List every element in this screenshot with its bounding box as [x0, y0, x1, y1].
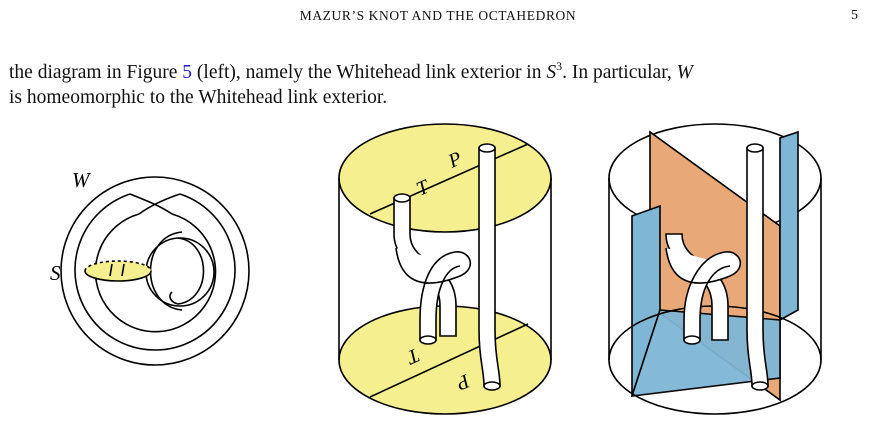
- math-variable-w: W: [677, 62, 693, 83]
- paragraph-line-2: is homeomorphic to the Whitehead link ex…: [9, 85, 869, 110]
- tube-end: [747, 144, 763, 152]
- blue-plane-right: [780, 132, 798, 320]
- inner-loop-left: [151, 232, 183, 310]
- tube-end: [479, 144, 495, 152]
- inner-loop-right: [170, 238, 204, 304]
- middle-panel-cylinder: [339, 124, 551, 414]
- text-run: the diagram in Figure: [9, 62, 182, 83]
- tube-end: [420, 336, 436, 344]
- label-w: W: [72, 168, 92, 192]
- right-panel-cylinder: [609, 124, 821, 414]
- body-paragraph: the diagram in Figure 5 (left), namely t…: [9, 60, 869, 110]
- page-number: 5: [851, 8, 858, 24]
- figure-5: W S P T T P: [0, 110, 876, 429]
- tube-end: [394, 194, 410, 202]
- running-header: MAZUR’S KNOT AND THE OCTAHEDRON 5: [0, 8, 876, 28]
- math-sphere: S: [546, 62, 556, 83]
- clasp-crossing: [130, 194, 180, 214]
- tube-end: [752, 382, 768, 390]
- text-run: . In particular,: [562, 62, 677, 83]
- tube-end: [684, 336, 700, 344]
- label-s: S: [50, 261, 61, 285]
- tube-end: [484, 382, 500, 390]
- left-panel-whitehead-diagram: [61, 177, 249, 365]
- paragraph-line-1: the diagram in Figure 5 (left), namely t…: [9, 60, 869, 85]
- running-title: MAZUR’S KNOT AND THE OCTAHEDRON: [0, 8, 876, 24]
- figure-reference-link[interactable]: 5: [182, 62, 192, 83]
- text-run: (left), namely the Whitehead link exteri…: [192, 62, 546, 83]
- top-disk: [339, 124, 551, 232]
